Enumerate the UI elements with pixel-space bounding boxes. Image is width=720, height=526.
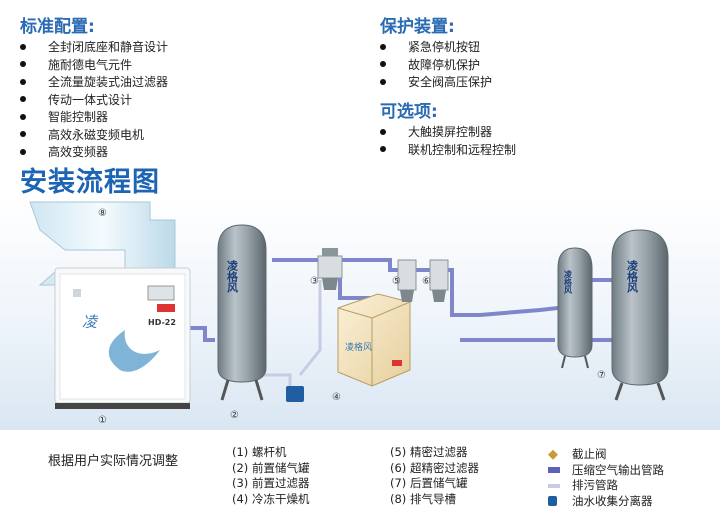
marker-1: ① <box>98 415 107 426</box>
flow-chart-title: 安装流程图 <box>20 167 160 198</box>
rear-air-tank-large: 凌格风 <box>611 229 669 401</box>
legend-area <box>0 430 720 526</box>
bullet-icon <box>380 61 386 68</box>
marker-3: ③ <box>310 276 319 287</box>
standard-config-item-text: 施耐德电气元件 <box>48 57 133 72</box>
marker-4: ④ <box>332 392 341 403</box>
bullet-icon <box>20 78 26 85</box>
standard-config-item: 施耐德电气元件 <box>20 56 168 74</box>
compressor-model-text: HD-22 <box>148 318 176 327</box>
screw-compressor: 凌 HD-22 <box>54 267 191 409</box>
marker-5: ⑤ <box>392 276 401 287</box>
refrigerated-dryer: 凌格风 <box>337 293 411 387</box>
standard-config-item: 传动一体式设计 <box>20 91 168 109</box>
standard-config-item-text: 高效永磁变频电机 <box>48 127 145 142</box>
legend-air-pipe-label: 压缩空气输出管路 <box>572 462 664 477</box>
standard-config-item: 全流量旋装式油过滤器 <box>20 73 168 91</box>
precision-filters <box>397 259 449 302</box>
compressor-brand-text: 凌 <box>82 313 99 331</box>
standard-config-heading: 标准配置: <box>20 17 95 37</box>
legend-valve-label: 截止阀 <box>572 447 607 461</box>
bullet-icon <box>20 61 26 68</box>
bullet-icon <box>380 43 386 50</box>
component-list-1: (1) 螺杆机(2) 前置储气罐(3) 前置过滤器(4) 冷冻干燥机 <box>232 445 309 507</box>
bullet-icon <box>20 113 26 120</box>
protection-item: 故障停机保护 <box>380 56 492 74</box>
marker-6: ⑥ <box>422 276 431 287</box>
adjust-note: 根据用户实际情况调整 <box>48 454 179 469</box>
front-air-tank: 凌格风 <box>217 224 267 401</box>
legend-air-pipe: 压缩空气输出管路 <box>548 463 664 479</box>
component-item: (6) 超精密过滤器 <box>390 460 479 475</box>
installation-diagram: 凌 HD-22 凌格风 凌格风 凌格风 <box>29 201 669 426</box>
standard-config-item: 智能控制器 <box>20 108 168 126</box>
component-item: (1) 螺杆机 <box>232 445 287 459</box>
drain-pipe-icon <box>548 483 560 488</box>
component-item: (3) 前置过滤器 <box>232 476 310 490</box>
legend-drain-pipe: 排污管路 <box>548 478 664 494</box>
pre-filter <box>317 248 343 290</box>
protection-item: 安全阀高压保护 <box>380 73 492 91</box>
marker-7: ⑦ <box>597 370 606 381</box>
component-list-2: (5) 精密过滤器(6) 超精密过滤器(7) 后置储气罐(8) 排气导槽 <box>390 445 479 507</box>
standard-config-list: 全封闭底座和静音设计施耐德电气元件全流量旋装式油过滤器传动一体式设计智能控制器高… <box>20 38 168 161</box>
bullet-icon <box>20 96 26 103</box>
legend-drain-pipe-label: 排污管路 <box>572 478 618 492</box>
standard-config-item-text: 传动一体式设计 <box>48 92 133 107</box>
valve-icon <box>548 449 558 460</box>
protection-item-text: 紧急停机按钮 <box>408 40 481 55</box>
standard-config-item-text: 智能控制器 <box>48 110 109 125</box>
protection-item: 紧急停机按钮 <box>380 38 492 56</box>
marker-2: ② <box>230 410 239 421</box>
optional-item-text: 大触摸屏控制器 <box>408 125 493 140</box>
optional-item: 联机控制和远程控制 <box>380 141 516 159</box>
bullet-icon <box>380 128 386 135</box>
bullet-icon <box>20 43 26 50</box>
component-item: (5) 精密过滤器 <box>390 445 468 459</box>
legend-separator: 油水收集分离器 <box>548 494 664 510</box>
optional-heading: 可选项: <box>380 102 438 122</box>
bullet-icon <box>380 146 386 153</box>
standard-config-item-text: 高效变频器 <box>48 145 109 160</box>
separator-icon <box>548 496 557 507</box>
air-pipe-icon <box>548 467 560 474</box>
bullet-icon <box>380 78 386 85</box>
standard-config-item: 高效变频器 <box>20 143 168 161</box>
bullet-icon <box>20 131 26 138</box>
large-tank-brand: 凌格风 <box>626 259 639 294</box>
standard-config-item: 全封闭底座和静音设计 <box>20 38 168 56</box>
legend-valve: 截止阀 <box>548 447 664 463</box>
optional-item-text: 联机控制和远程控制 <box>408 142 517 157</box>
optional-list: 大触摸屏控制器联机控制和远程控制 <box>380 123 516 158</box>
component-item: (7) 后置储气罐 <box>390 476 468 490</box>
standard-config-item-text: 全封闭底座和静音设计 <box>48 40 169 55</box>
dryer-brand: 凌格风 <box>345 341 372 353</box>
protection-list: 紧急停机按钮故障停机保护安全阀高压保护 <box>380 38 492 91</box>
protection-item-text: 故障停机保护 <box>408 57 481 72</box>
protection-heading: 保护装置: <box>380 17 455 37</box>
component-item: (4) 冷冻干燥机 <box>232 491 310 506</box>
rear-air-tank-small: 凌格风 <box>557 247 593 369</box>
legend-separator-label: 油水收集分离器 <box>572 493 653 508</box>
small-tank-brand: 凌格风 <box>563 269 573 295</box>
oil-water-separator <box>286 386 304 402</box>
bullet-icon <box>20 148 26 155</box>
front-tank-brand: 凌格风 <box>226 259 239 294</box>
protection-item-text: 安全阀高压保护 <box>408 75 493 90</box>
component-item: (8) 排气导槽 <box>390 491 456 506</box>
standard-config-item: 高效永磁变频电机 <box>20 126 168 144</box>
legend: 截止阀 压缩空气输出管路 排污管路 油水收集分离器 <box>548 447 664 509</box>
marker-8: ⑧ <box>98 208 107 219</box>
optional-item: 大触摸屏控制器 <box>380 123 516 141</box>
standard-config-item-text: 全流量旋装式油过滤器 <box>48 75 169 90</box>
component-item: (2) 前置储气罐 <box>232 460 310 475</box>
